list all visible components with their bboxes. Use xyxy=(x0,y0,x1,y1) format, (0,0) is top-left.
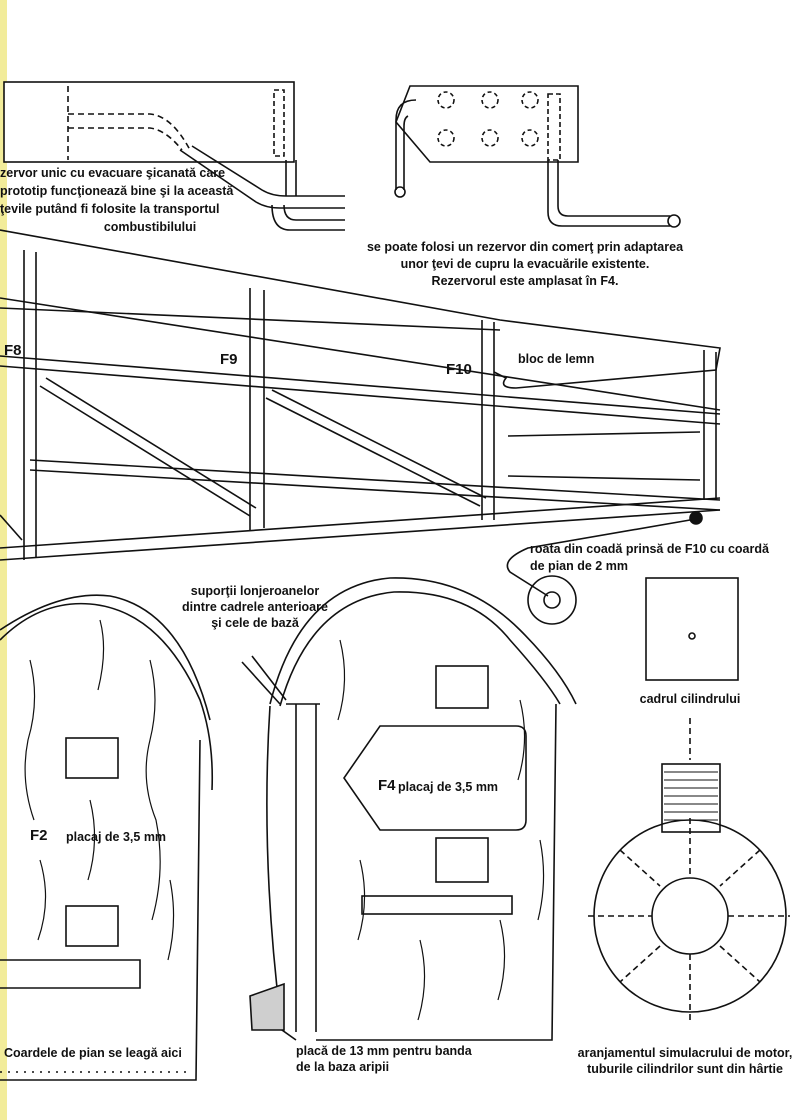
tail-wheel-line2: de pian de 2 mm xyxy=(530,559,628,573)
frame-f8-label: F8 xyxy=(4,342,22,359)
frame-f10-label: F10 xyxy=(446,361,472,378)
tank-note-line1: zervor unic cu evacuare şicanată care xyxy=(0,166,226,180)
fuselage-frame-drawing xyxy=(0,229,721,561)
piano-wire-note: Coardele de pian se leagă aici xyxy=(4,1046,182,1060)
former-f4-drawing xyxy=(241,577,577,1041)
cylinder-frame-label: cadrul cilindrului xyxy=(639,692,741,706)
f2-material: placaj de 3,5 mm xyxy=(66,830,167,844)
cylinder-frame-drawing xyxy=(645,577,739,681)
plate-note-line1: placă de 13 mm pentru banda xyxy=(296,1044,472,1058)
plate-note-line2: de la baza aripii xyxy=(296,1060,390,1074)
stringer-supports-line3: şi cele de bază xyxy=(211,616,299,630)
f4-code: F4 xyxy=(378,777,396,794)
commercial-tank-line1: se poate folosi un rezervor din comerţ p… xyxy=(366,240,684,254)
commercial-tank-line3: Rezervorul este amplasat în F4. xyxy=(431,274,619,288)
engine-sim-line1: aranjamentul simulacrului de motor, xyxy=(577,1046,793,1060)
wood-block-label: bloc de lemn xyxy=(518,352,595,366)
tail-wheel-line1: roata din coadă prinsă de F10 cu coardă xyxy=(530,542,769,556)
former-f2-drawing xyxy=(0,594,214,1081)
tail-wheel-drawing xyxy=(506,519,691,625)
stringer-supports-line2: dintre cadrele anterioare xyxy=(182,600,328,614)
engine-sim-line2: tuburile cilindrilor sunt din hârtie xyxy=(587,1062,783,1076)
engine-sim-drawing xyxy=(588,718,790,1020)
commercial-tank-line2: unor ţevi de cupru la evacuările existen… xyxy=(400,257,650,271)
stringer-supports-line1: suporţii lonjeroanelor xyxy=(190,584,320,598)
f2-code: F2 xyxy=(30,827,48,844)
frame-f9-label: F9 xyxy=(220,351,238,368)
tank-note-line4: combustibilului xyxy=(103,220,197,234)
tank-note-line3: ţevile putând fi folosite la transportul xyxy=(0,202,220,216)
tank-single-drawing xyxy=(3,81,345,231)
tank-note-line2: prototip funcţionează bine şi la această xyxy=(0,184,234,198)
tank-commercial-drawing xyxy=(394,85,681,228)
f4-material: placaj de 3,5 mm xyxy=(398,780,499,794)
